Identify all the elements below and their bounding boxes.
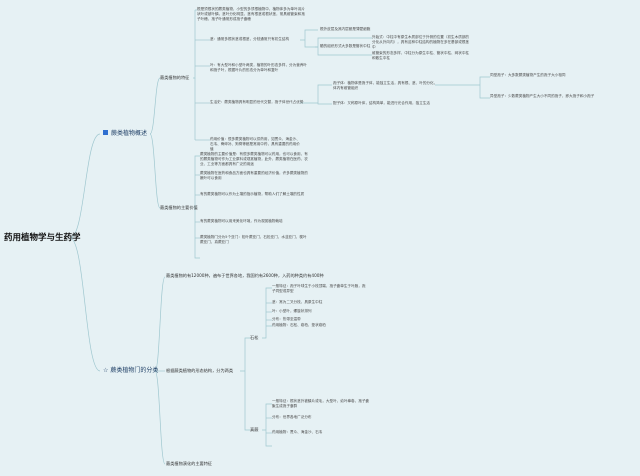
branch-importance[interactable]: 蕨类植物的主要价值 bbox=[160, 205, 198, 210]
section-classification[interactable]: ☆蕨类植物门的分类 bbox=[103, 367, 158, 375]
node-leaf: 叶：有大型叶和小型叶两类，植物的叶形态多样，分为营养叶和孢子叶，根据叶片的形态分… bbox=[210, 63, 308, 73]
node-lyco-species: 药用植物：石松、卷柏、垫状卷柏 bbox=[272, 323, 326, 327]
star-icon: ☆ bbox=[103, 367, 109, 374]
node-lyco-leaf: 叶：小型叶，螺旋状排列 bbox=[272, 309, 312, 313]
section-overview[interactable]: 蕨类植物概述 bbox=[103, 130, 147, 138]
node-gametophyte: 配子体：又称原叶体，结构简单，能进行光合作用，独立生活 bbox=[333, 101, 431, 105]
node-general: 根是须根状的蕨类植物，小型的多须根植物中，植物体多为单叶羽片状叶或被叶鳞，茎叶分… bbox=[197, 7, 305, 22]
node-lyco-stem: 茎：常为二叉分枝，具原生中柱 bbox=[272, 300, 323, 304]
section-classification-label: 蕨类植物门的分类 bbox=[110, 367, 159, 374]
node-stele-form: 髓的组织形式大多数是管状中柱 bbox=[320, 44, 371, 48]
branch-classification[interactable]: 根据蕨类植物的形态结构，分为两类 bbox=[166, 368, 234, 373]
branch-evolution[interactable]: 蕨类植物演化的主要特征 bbox=[166, 461, 213, 466]
section-overview-label: 蕨类植物概述 bbox=[111, 130, 148, 137]
branch-subphylum-intro[interactable]: 蕨类植物的有12000种，遍布于世界各地，我国约有2600种，入药的种类约有40… bbox=[166, 273, 324, 278]
root-topic[interactable]: 药用植物学与生药学 bbox=[4, 233, 81, 243]
node-medicinal: 药用价值：很多蕨类植物可以供药用，如贯众、海金沙、石韦、骨碎补、狗脊等都是常用中… bbox=[210, 137, 300, 152]
node-value-food: 蕨类植物在医药和食品方面也具有重要的经济价值，许多蕨类植物的嫩叶可以食用 bbox=[200, 171, 308, 181]
node-lifecycle: 生活史：蕨类植物具有明显的世代交替，孢子体世代占优势 bbox=[210, 100, 304, 104]
node-subphyla: 蕨类植物门分为5个亚门：松叶蕨亚门、石松亚门、水韭亚门、楔叶蕨亚门、真蕨亚门 bbox=[200, 235, 307, 245]
node-lyco-distribution: 分布：热带至温带 bbox=[272, 317, 301, 321]
node-heterospore: 异型孢子：少数蕨类植物产生大小不同的孢子，即大孢子和小孢子 bbox=[490, 94, 595, 98]
node-value-main: 蕨类植物的主要价值是：有很多蕨类植物可以药用，也可以食用，有的蕨类植物可作为工业… bbox=[200, 152, 308, 167]
blue-square-icon bbox=[103, 130, 108, 135]
node-sporophyte: 孢子体：植物体是孢子体，能独立生活，具有根、茎、叶的分化，体内有维管组织 bbox=[333, 81, 438, 91]
node-cortex: 根外皮层及其内层都是薄壁细胞 bbox=[320, 27, 371, 31]
node-fern-general: 一般特征：根状茎外被鳞片或毛，大型叶，幼叶拳卷，孢子囊聚生成孢子囊群 bbox=[272, 399, 370, 409]
node-value-ornamental: 有的蕨类植物可以用来美化环境，作为观赏植物栽培 bbox=[200, 219, 283, 223]
branch-fern[interactable]: 真蕨 bbox=[250, 427, 259, 432]
node-exarch: 外始式：中柱中有原生木质部位于外侧的位置（初生木质部的分化从外向内），具有这种中… bbox=[372, 35, 470, 50]
node-fern-distribution: 分布：世界各地广泛分布 bbox=[272, 415, 312, 419]
node-lyco-general: 一般特征：孢子叶球生于小枝顶端，孢子囊单生于叶腋，孢子同型或异型 bbox=[272, 284, 366, 294]
branch-features[interactable]: 蕨类植物的特征 bbox=[160, 75, 190, 80]
node-stele-types: 维管束的形态多样，中柱分为原生中柱、管状中柱、网状中柱和散生中柱 bbox=[372, 51, 470, 61]
node-homospore: 同型孢子：大多数蕨类植物产生的孢子大小相同 bbox=[490, 73, 566, 77]
branch-lycopod[interactable]: 石松 bbox=[250, 335, 259, 340]
node-stem: 茎：通常多根状茎或根茎，分枝通常只有初生结构 bbox=[210, 37, 290, 41]
node-value-indicator: 有的蕨类植物可以作为土壤的指示植物，帮助人们了解土壤的性质 bbox=[200, 192, 305, 196]
node-fern-species: 药用植物：贯众、海金沙、石韦 bbox=[272, 430, 323, 434]
